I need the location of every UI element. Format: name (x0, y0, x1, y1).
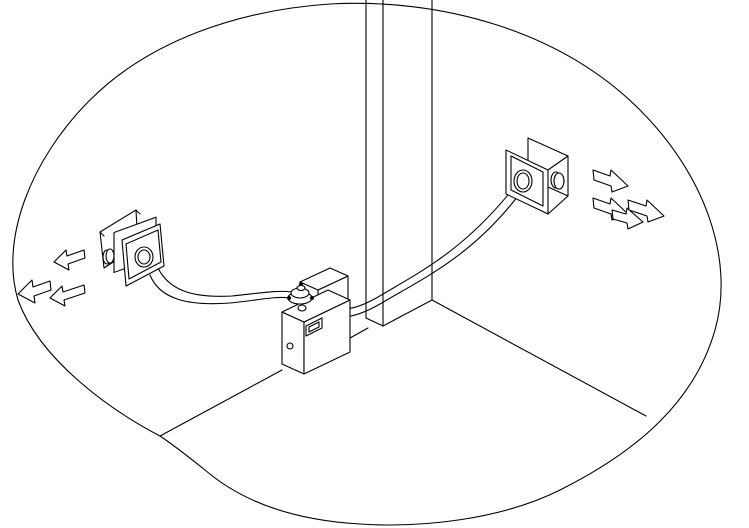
floor-edges (159, 299, 647, 437)
left-vent (99, 209, 165, 287)
right-airflow-arrows (592, 169, 665, 230)
arrow-left-icon (53, 249, 86, 271)
arrow-left-icon (49, 284, 86, 307)
right-vent (505, 137, 569, 215)
arrow-right-icon (627, 199, 665, 223)
arrow-right-icon (592, 169, 629, 193)
left-airflow-arrows (17, 249, 86, 307)
central-unit (281, 267, 351, 375)
arrow-right-icon (611, 207, 644, 230)
left-duct (149, 267, 293, 305)
arrow-left-icon (17, 279, 52, 304)
wall-column (365, 0, 433, 327)
vignette-outline (12, 2, 722, 526)
